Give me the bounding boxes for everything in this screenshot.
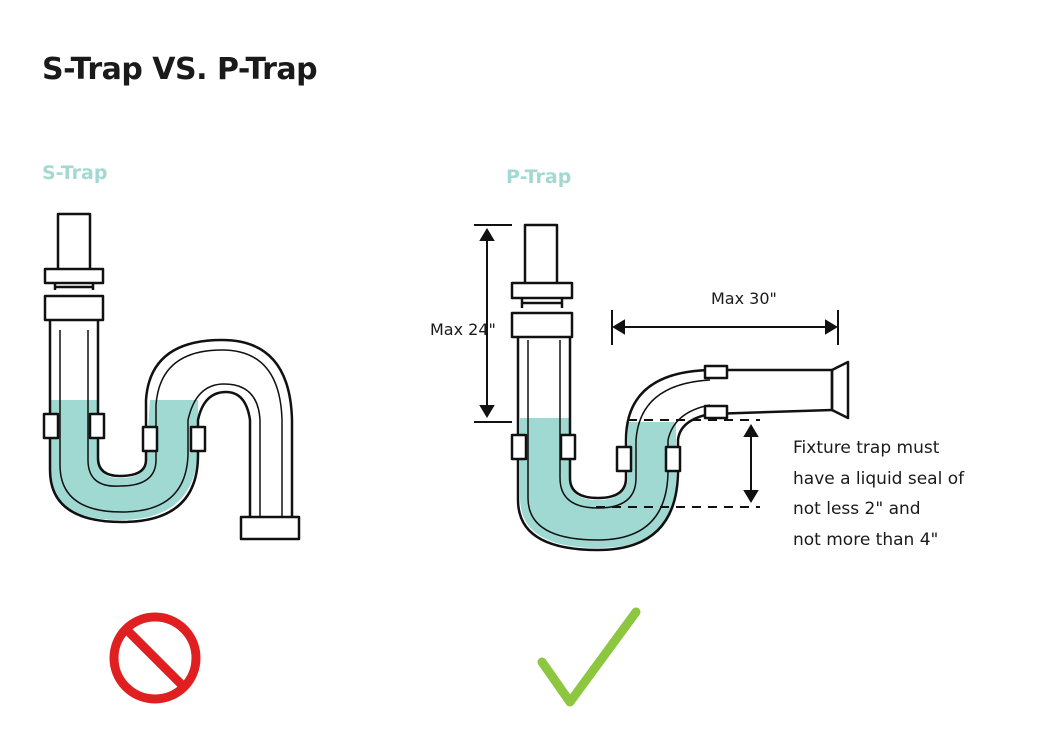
p-trap-label: P-Trap — [506, 166, 572, 188]
s-trap-label: S-Trap — [42, 162, 108, 184]
height-dimension — [474, 224, 512, 423]
note-line: Fixture trap must — [793, 438, 940, 458]
checkmark-icon — [537, 607, 641, 707]
max-length-label: Max 30" — [711, 289, 777, 308]
p-trap-water — [520, 418, 676, 548]
note-line: have a liquid seal of — [793, 469, 965, 489]
seal-depth-dimension — [596, 419, 760, 508]
max-height-label: Max 24" — [430, 320, 496, 339]
note-line: not less 2" and — [793, 499, 921, 519]
note-line: not more than 4" — [793, 530, 938, 550]
page-title: S-Trap VS. P-Trap — [42, 52, 318, 87]
length-dimension — [611, 310, 839, 345]
s-trap-illustration — [42, 212, 301, 541]
seal-note: Fixture trap must have a liquid seal of … — [793, 438, 965, 550]
prohibited-icon — [109, 612, 201, 704]
s-trap-water — [50, 400, 198, 520]
p-trap-illustration — [510, 223, 850, 552]
